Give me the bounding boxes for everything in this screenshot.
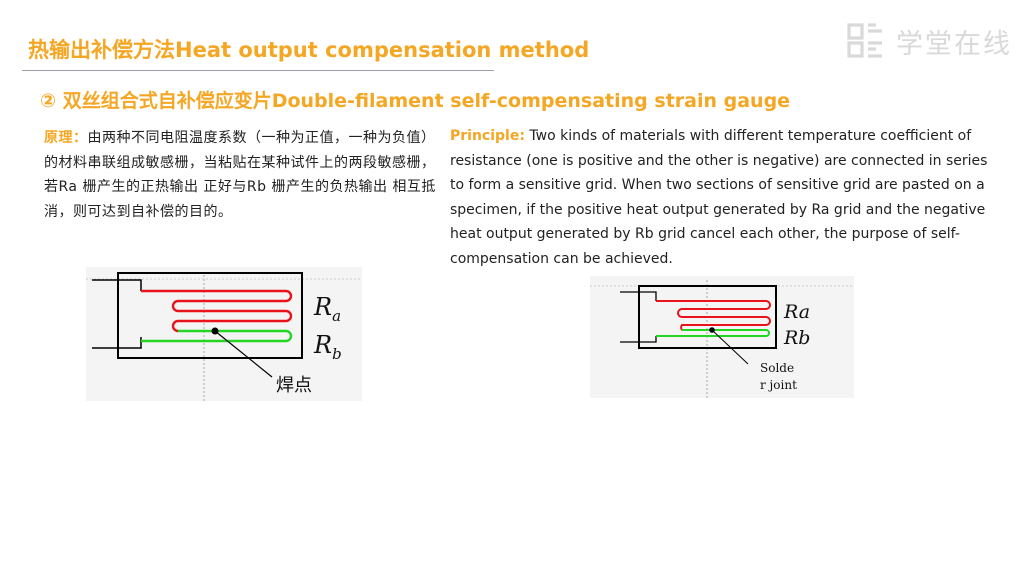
chinese-principle-keyword: 原理： — [44, 130, 88, 146]
solder-label-line1: Solde — [760, 361, 794, 375]
solder-label-line2: r joint — [760, 378, 797, 392]
logo-text: 学堂在线 — [896, 28, 1012, 60]
logo-mark-icon — [847, 23, 882, 58]
strain-gauge-figure-left: Ra Rb 焊点 — [86, 267, 362, 401]
chinese-principle-body: 由两种不同电阻温度系数（一种为正值，一种为负值）的材料串联组成敏感栅，当粘贴在某… — [44, 130, 436, 220]
english-principle-paragraph: Principle: Two kinds of materials with d… — [450, 124, 995, 271]
svg-text:Ra: Ra — [313, 293, 341, 325]
label-rb-right: Rb — [783, 327, 810, 349]
strain-gauge-figure-right: Ra Rb Solde r joint — [590, 276, 854, 398]
section-subtitle: ② 双丝组合式自补偿应变片Double-filament self-compen… — [40, 90, 791, 112]
rb-grid-serpentine-right — [656, 329, 770, 337]
strain-gauge-diagram-right: Ra Rb Solde r joint — [590, 280, 854, 398]
chinese-principle-paragraph: 原理：由两种不同电阻温度系数（一种为正值，一种为负值）的材料串联组成敏感栅，当粘… — [44, 126, 439, 224]
svg-text:Rb: Rb — [313, 331, 342, 363]
xuetangx-logo: 学堂在线 — [846, 22, 1012, 60]
strain-gauge-diagram-left: Ra Rb 焊点 — [86, 272, 362, 401]
page-title: 热输出补偿方法Heat output compensation method — [28, 38, 590, 62]
title-divider — [22, 70, 494, 71]
ra-grid-serpentine-right — [656, 300, 771, 331]
ra-grid-serpentine — [141, 289, 293, 333]
label-ra-right: Ra — [783, 301, 810, 323]
rb-grid-serpentine — [141, 329, 293, 343]
english-principle-body: Two kinds of materials with different te… — [450, 128, 988, 267]
solder-label-cn: 焊点 — [276, 375, 312, 396]
english-principle-keyword: Principle: — [450, 128, 525, 144]
